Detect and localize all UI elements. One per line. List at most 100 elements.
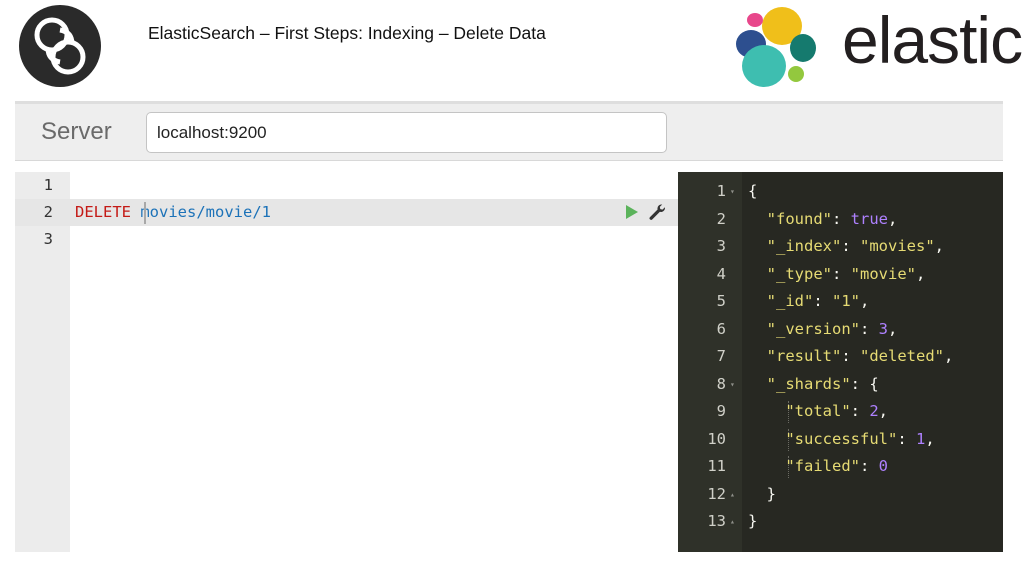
json-string: "_id" [766,292,814,310]
fold-open-icon[interactable]: ▾ [730,187,735,196]
json-punct: : [813,292,833,310]
wrench-icon[interactable] [648,203,666,221]
json-punct: : [860,319,879,338]
request-line[interactable]: 1 [15,172,678,199]
json-value: true [850,209,888,228]
json-punct [748,210,767,228]
response-code: } [748,481,776,509]
json-punct: : [859,457,879,475]
response-code: "_shards": { [748,371,879,399]
request-gutter [15,172,70,552]
server-label: Server [41,118,112,145]
server-bar: Server localhost:9200 [15,101,1003,161]
response-code: "_index": "movies", [748,233,944,261]
response-line: 4 "_type": "movie", [678,261,1003,289]
json-value: 2 [869,402,879,420]
json-string: "deleted" [860,347,944,365]
response-line: 7 "result": "deleted", [678,343,1003,371]
elastic-flower-icon [736,7,816,87]
json-punct: : [832,209,851,228]
json-punct: , [888,319,898,338]
fold-open-icon[interactable]: ▾ [730,379,735,389]
json-punct [748,292,767,310]
response-line: 9 "total": 2, [678,398,1003,426]
response-line: 3 "_index": "movies", [678,233,1003,261]
json-punct [748,265,767,283]
json-string: "result" [766,347,842,365]
json-string: "_version" [766,319,860,338]
line-number: 5 [716,292,726,310]
json-punct [748,347,767,365]
json-punct: , [934,237,944,255]
json-punct: , [878,402,889,420]
json-punct: : [841,347,860,365]
json-string: "_shards" [766,374,851,393]
response-code: "_id": "1", [748,288,870,316]
json-string: "found" [766,209,832,228]
response-line: 11 "failed": 0 [678,453,1003,481]
response-code: "result": "deleted", [748,343,954,371]
request-editor[interactable]: 1 2 DELETE movies/movie/1 3 [15,172,678,552]
json-punct: : [841,237,860,255]
server-address-input[interactable]: localhost:9200 [146,112,667,153]
line-number: 9 [716,402,726,420]
line-number: 3 [43,230,53,248]
json-string: "_type" [766,264,832,283]
json-punct: : [897,429,916,448]
play-icon[interactable] [626,205,638,219]
response-code: "found": true, [748,206,898,234]
json-string: "movie" [850,264,916,283]
json-punct: , [944,347,954,365]
json-punct: } [748,512,758,530]
json-value: 1 [915,429,926,448]
response-code: "failed": 0 [748,453,888,481]
line-number: 10 [707,429,726,448]
response-line: 2 "found": true, [678,206,1003,234]
json-string: "_index" [766,237,842,255]
json-punct: : [832,264,851,283]
response-line: 12 ▴ } [678,481,1003,509]
json-punct: , [916,264,926,283]
json-punct: : { [850,374,879,393]
request-path: movies/movie/1 [140,203,271,221]
course-logo [18,4,102,88]
indent-guide [788,428,789,451]
text-cursor [144,202,146,224]
request-line[interactable]: 3 [15,226,678,253]
json-punct [748,375,767,393]
response-gutter [678,172,742,552]
response-viewer[interactable]: 1▾{2 "found": true,3 "_index": "movies",… [678,172,1003,552]
json-punct [748,430,785,448]
json-punct [748,237,767,255]
indent-guide [788,401,789,423]
slide-title: ElasticSearch – First Steps: Indexing – … [148,23,546,43]
json-string: "failed" [785,457,860,475]
json-string: "movies" [860,237,935,255]
fold-close-icon: ▴ [730,489,735,499]
line-number: 13 [707,512,726,530]
line-number: 4 [716,264,726,283]
json-punct: , [860,292,870,310]
line-number: 3 [716,237,726,255]
response-line: 8 ▾ "_shards": { [678,371,1003,399]
response-line: 13 ▴} [678,508,1003,536]
json-punct: , [925,429,935,448]
json-string: "successful" [785,429,898,448]
response-code: { [748,178,757,206]
indent-guide [788,456,789,478]
line-number: 1 [43,176,53,194]
response-code: "total": 2, [748,398,888,426]
json-punct: , [888,209,898,228]
line-number: 6 [716,319,726,338]
json-punct: { [748,182,758,200]
response-code: "_type": "movie", [748,261,926,289]
elastic-wordmark: elastic [842,3,1023,77]
line-number: 8 [716,374,726,393]
line-number: 12 [707,484,726,503]
line-number: 2 [716,209,726,228]
request-line-active[interactable]: 2 DELETE movies/movie/1 [15,199,678,226]
elastic-logo: elastic [732,2,1024,90]
response-code: "_version": 3, [748,316,898,344]
http-method: DELETE [75,203,131,221]
fold-close-icon: ▴ [730,517,735,526]
